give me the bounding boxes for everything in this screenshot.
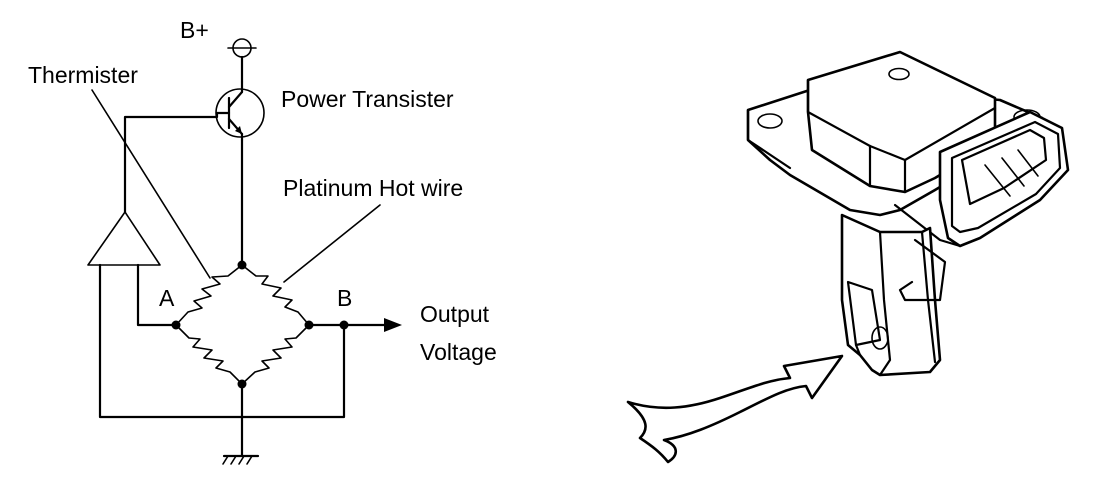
ground-icon (222, 454, 260, 465)
hot-wire-leader-line (283, 204, 381, 283)
transistor-icon (215, 80, 265, 142)
platinum-hot-wire-label: Platinum Hot wire (283, 175, 463, 201)
amp-input-b-wire (98, 263, 346, 419)
supply-label: B+ (180, 17, 209, 43)
amp-input-a-wire (136, 263, 178, 327)
resistor-icon (175, 264, 310, 385)
amplifier-icon (87, 211, 161, 266)
output-arrow-icon (384, 318, 402, 332)
output-label-line1: Output (420, 301, 490, 327)
thermister-leader-line (91, 89, 211, 279)
supply-terminal-icon (227, 38, 257, 84)
thermister-label: Thermister (28, 62, 138, 88)
base-drive-wire (123, 111, 219, 214)
power-transister-label: Power Transister (281, 86, 454, 112)
output-label-line2: Voltage (420, 339, 497, 365)
hot-wire-circuit: B+ Thermister Power Transister Platinum … (28, 17, 497, 465)
node-b-label: B (337, 285, 352, 311)
air-flow-meter-icon (746, 50, 1070, 377)
node-a-label: A (159, 285, 175, 311)
airflow-arrow-icon (626, 354, 844, 464)
